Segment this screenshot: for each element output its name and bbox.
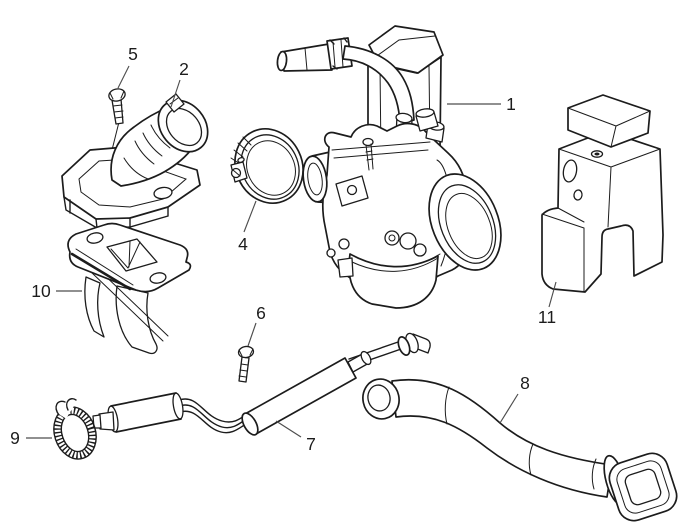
hose-clamp-drawing <box>230 128 304 204</box>
hex-screw-upper-drawing <box>108 88 126 159</box>
callout-5-label: 5 <box>128 44 138 64</box>
carburetor-drawing <box>276 25 502 309</box>
callout-8: 8 <box>499 373 530 424</box>
callout-4: 4 <box>238 200 257 254</box>
intake-manifold-drawing <box>61 93 209 229</box>
callout-8-label: 8 <box>520 373 530 393</box>
callout-4-leader <box>243 200 257 233</box>
callout-10-label: 10 <box>31 281 51 301</box>
callout-9-label: 9 <box>10 428 20 448</box>
callout-2-leader <box>170 79 181 108</box>
callout-11-label: 11 <box>538 307 556 327</box>
callout-7-label: 7 <box>306 434 316 454</box>
callout-10: 10 <box>31 281 82 301</box>
carburetor-cover-drawing <box>541 94 664 293</box>
callout-5-leader <box>117 65 130 89</box>
callout-6: 6 <box>247 303 266 347</box>
callouts: 1 2 4 5 6 7 8 9 <box>10 44 557 454</box>
callout-7-leader <box>275 420 302 438</box>
air-intake-hose-drawing <box>362 378 678 522</box>
callout-6-label: 6 <box>256 303 266 323</box>
callout-5: 5 <box>117 44 138 89</box>
callout-8-leader <box>499 393 519 424</box>
spring-clamp-drawing <box>47 394 97 460</box>
reed-valve-drawing <box>67 222 192 355</box>
callout-11-leader <box>548 281 557 308</box>
callout-1-label: 1 <box>506 94 516 114</box>
callout-11: 11 <box>538 281 557 327</box>
callout-7: 7 <box>275 420 316 454</box>
hex-screw-lower-drawing <box>237 345 255 383</box>
callout-6-leader <box>247 322 257 347</box>
callout-2-label: 2 <box>179 59 189 79</box>
callout-2: 2 <box>170 59 189 108</box>
callout-4-label: 4 <box>238 234 248 254</box>
callout-9: 9 <box>10 428 52 448</box>
callout-1: 1 <box>447 94 516 114</box>
